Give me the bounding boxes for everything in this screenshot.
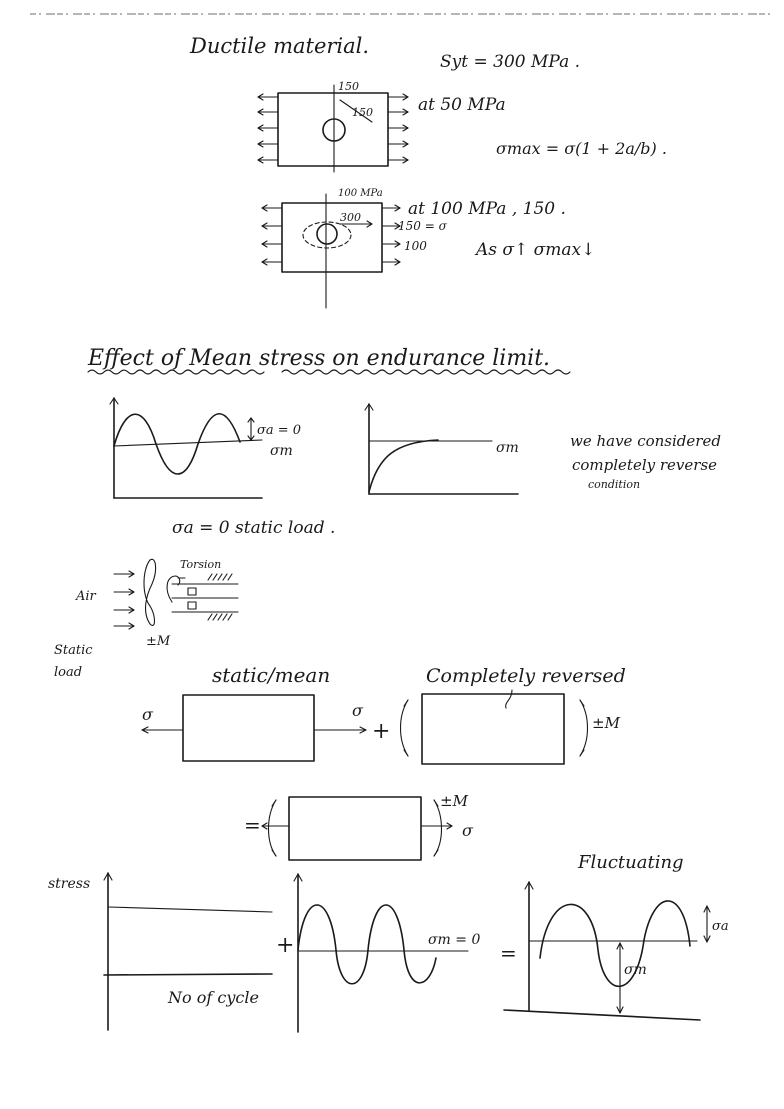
- plus-sign-2: +: [276, 933, 294, 958]
- sigma-combined: σ: [462, 821, 474, 840]
- fluct-sigma-a: σa: [712, 919, 729, 934]
- note-condition: condition: [588, 478, 640, 491]
- fluctuating-stress-graph: σa σm: [503, 881, 729, 1021]
- plate1-side-note: at 50 MPa: [418, 95, 506, 115]
- shaft-torsion-sketch: Torsion Air ±M: [75, 558, 239, 649]
- static-mean-label: static/mean: [212, 663, 330, 687]
- syt-value: Syt = 300 MPa .: [440, 52, 580, 72]
- combined-bar: [261, 796, 453, 861]
- no-of-cycle-label: No of cycle: [167, 988, 259, 1007]
- static-label-line2: load: [54, 665, 82, 680]
- static-label-line1: Static: [54, 643, 93, 658]
- note-considered: we have considered: [570, 432, 721, 450]
- ductile-heading: Ductile material.: [189, 34, 369, 58]
- moment-label: ±M: [146, 634, 171, 649]
- graph1-sigma-m: σm: [270, 443, 293, 459]
- air-label: Air: [75, 589, 97, 604]
- reversed-bar: [399, 693, 589, 765]
- plate1-top-label: 150: [338, 80, 359, 93]
- note-completely-reverse: completely reverse: [572, 456, 717, 474]
- plate1-arrow-label: 150: [352, 106, 373, 119]
- completely-reversed-label: Completely reversed: [426, 665, 626, 687]
- graph2-sigma-m: σm: [496, 440, 519, 456]
- torsion-label: Torsion: [180, 558, 221, 571]
- plate2-note-eq: 150 = σ: [398, 219, 448, 233]
- stress-concentration-formula: σmax = σ(1 + 2a/b) .: [496, 139, 667, 158]
- fluct-sigma-m: σm: [624, 962, 647, 978]
- label-pointer: [505, 689, 513, 709]
- stress-axis-label: stress: [48, 876, 90, 892]
- plate-with-hole-2: 100 MPa 300: [261, 188, 401, 309]
- reversed-stress-graph: σm = 0: [293, 873, 480, 1033]
- equals-sign-1: =: [244, 813, 261, 837]
- sigma-m-zero: σm = 0: [428, 932, 480, 948]
- stress-graph-static: σm: [364, 403, 519, 495]
- fluctuating-title: Fluctuating: [577, 852, 684, 873]
- graph1-sigma-a: σa = 0: [257, 423, 301, 438]
- sigma-left: σ: [142, 705, 154, 724]
- plate2-note-100: 100: [404, 239, 427, 253]
- stress-trend-note: As σ↑ σmax↓: [474, 240, 595, 260]
- plus-sign-1: +: [372, 719, 390, 744]
- moment-combined: ±M: [440, 792, 469, 810]
- plate2-top-label: 100 MPa: [338, 188, 383, 199]
- static-load-note: σa = 0 static load .: [172, 518, 335, 538]
- plate-with-hole-1: 150 150: [257, 80, 409, 173]
- sigma-right: σ: [352, 701, 364, 720]
- mean-stress-heading: Effect of Mean stress on endurance limit…: [87, 346, 550, 371]
- static-bar: [141, 694, 367, 762]
- moment-right: ±M: [592, 714, 621, 732]
- plate2-note-main: at 100 MPa , 150 .: [408, 199, 566, 219]
- constant-stress-graph: No of cycle: [103, 872, 273, 1031]
- stress-graph-reversed: σa = 0 σm: [109, 397, 301, 499]
- plate2-inner-label: 300: [340, 211, 361, 224]
- equals-sign-2: =: [500, 941, 517, 965]
- heading-underline: [87, 369, 571, 375]
